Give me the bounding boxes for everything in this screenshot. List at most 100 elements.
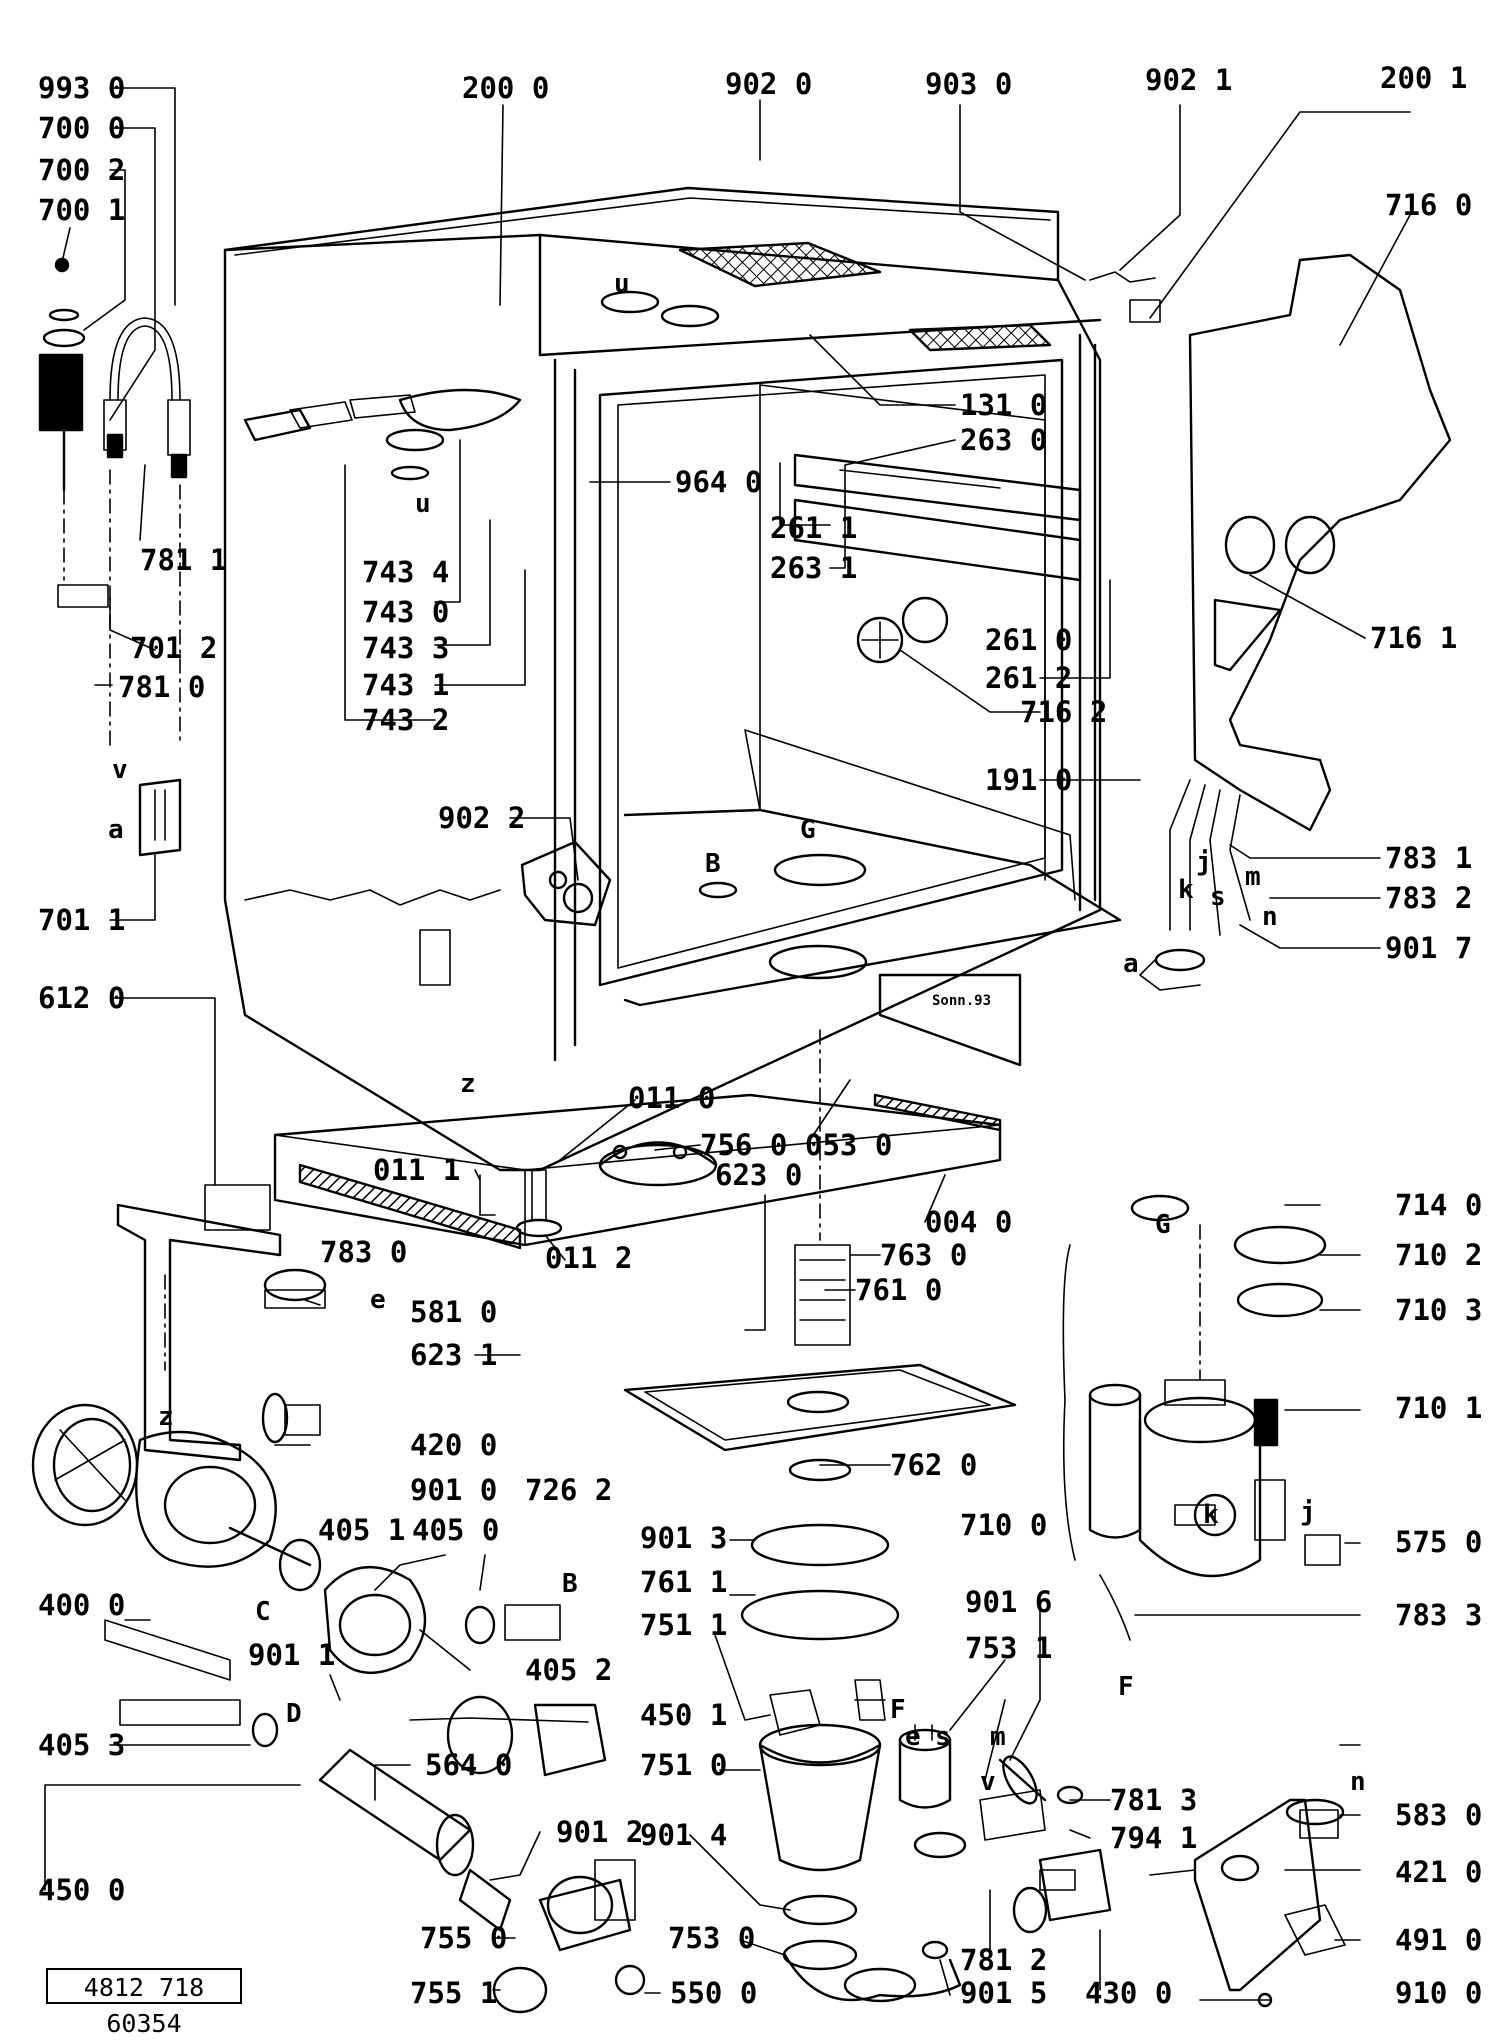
part-label: 550 0 xyxy=(670,1976,757,2010)
part-label: 405 0 xyxy=(412,1513,499,1547)
part-label: 901 5 xyxy=(960,1976,1047,2010)
part-label: 700 1 xyxy=(38,193,125,227)
part-label: 200 0 xyxy=(462,71,549,105)
part-label: 901 2 xyxy=(556,1815,643,1849)
part-label: 783 1 xyxy=(1385,841,1472,875)
letter-marker: B xyxy=(562,1569,578,1599)
part-label: 263 0 xyxy=(960,423,1047,457)
part-label: 564 0 xyxy=(425,1748,512,1782)
leader-lines xyxy=(44,87,1411,2001)
letter-markers: u u v a G B z k s j m n a e z C B D F e … xyxy=(108,269,1366,1797)
part-label: 794 1 xyxy=(1110,1821,1197,1855)
part-label: 583 0 xyxy=(1395,1798,1482,1832)
part-label: 903 0 xyxy=(925,67,1012,101)
part-label: 261 2 xyxy=(985,661,1072,695)
part-label: 450 0 xyxy=(38,1873,125,1907)
wiring-harness-left xyxy=(38,257,191,857)
control-bracket-drawing xyxy=(116,1184,327,1462)
part-label: 700 2 xyxy=(38,153,125,187)
part-label: 901 0 xyxy=(410,1473,497,1507)
part-label: 783 2 xyxy=(1385,881,1472,915)
part-label: 781 1 xyxy=(140,543,227,577)
part-label: 131 0 xyxy=(960,388,1047,422)
part-label: 400 0 xyxy=(38,1588,125,1622)
part-label: 743 1 xyxy=(362,668,449,702)
letter-marker: m xyxy=(990,1722,1006,1752)
part-label: 716 2 xyxy=(1020,695,1107,729)
letter-marker: G xyxy=(1155,1210,1171,1240)
pressure-switch-drawing xyxy=(898,1724,952,1809)
part-label: 743 4 xyxy=(362,555,449,589)
part-label: 783 0 xyxy=(320,1235,407,1269)
part-label: 450 1 xyxy=(640,1698,727,1732)
letter-marker: k xyxy=(1203,1500,1219,1530)
part-label: 575 0 xyxy=(1395,1525,1482,1559)
inlet-valve-drawing xyxy=(913,1755,1112,1960)
letter-marker: e xyxy=(370,1285,386,1315)
part-label: 716 0 xyxy=(1385,188,1472,222)
sonn-label: Sonn.93 xyxy=(932,993,991,1009)
pump-motor-drawing xyxy=(31,1392,607,1777)
letter-marker: B xyxy=(705,849,721,879)
part-label: 261 0 xyxy=(985,623,1072,657)
part-label: 902 2 xyxy=(438,801,525,835)
part-label: 710 0 xyxy=(960,1508,1047,1542)
letter-marker: m xyxy=(1245,862,1261,892)
part-label: 964 0 xyxy=(675,465,762,499)
letter-marker: u xyxy=(614,269,630,299)
letter-marker: a xyxy=(1123,949,1139,979)
part-label: 261 1 xyxy=(770,511,857,545)
letter-marker: k xyxy=(1178,875,1194,905)
part-label: 726 2 xyxy=(525,1473,612,1507)
part-label: 701 1 xyxy=(38,903,125,937)
part-label: 901 7 xyxy=(1385,931,1472,965)
part-label: 761 1 xyxy=(640,1565,727,1599)
cabinet-tub-drawing: Sonn.93 xyxy=(223,186,1122,1250)
part-labels: 993 0 700 0 700 2 700 1 200 0 902 0 903 … xyxy=(38,61,1482,2010)
part-label: 053 0 xyxy=(805,1128,892,1162)
part-label: 701 2 xyxy=(130,631,217,665)
part-label: 200 1 xyxy=(1380,61,1467,95)
part-label: 751 1 xyxy=(640,1608,727,1642)
part-label: 910 0 xyxy=(1395,1976,1482,2010)
part-label: 902 1 xyxy=(1145,63,1232,97)
part-label: 901 6 xyxy=(965,1585,1052,1619)
part-label: 756 0 xyxy=(700,1128,787,1162)
part-label: 753 1 xyxy=(965,1631,1052,1665)
part-label: 781 0 xyxy=(118,670,205,704)
part-label: 761 0 xyxy=(855,1273,942,1307)
letter-marker: G xyxy=(800,815,816,845)
part-label: 011 0 xyxy=(628,1081,715,1115)
letter-marker: C xyxy=(255,1597,271,1627)
part-label: 743 3 xyxy=(362,631,449,665)
part-label: 004 0 xyxy=(925,1205,1012,1239)
part-label: 781 2 xyxy=(960,1943,1047,1977)
part-label: 623 1 xyxy=(410,1338,497,1372)
part-label: 993 0 xyxy=(38,71,125,105)
part-label: 710 1 xyxy=(1395,1391,1482,1425)
part-label: 753 0 xyxy=(668,1921,755,1955)
part-label: 011 1 xyxy=(373,1153,460,1187)
part-label: 716 1 xyxy=(1370,621,1457,655)
part-label: 405 2 xyxy=(525,1653,612,1687)
part-label: 191 0 xyxy=(985,763,1072,797)
letter-marker: n xyxy=(1262,902,1278,932)
letter-marker: j xyxy=(1300,1497,1316,1527)
part-label: 901 1 xyxy=(248,1638,335,1672)
part-label: 491 0 xyxy=(1395,1923,1482,1957)
part-label: 743 0 xyxy=(362,595,449,629)
part-label: 405 1 xyxy=(318,1513,405,1547)
part-label: 581 0 xyxy=(410,1295,497,1329)
part-label: 263 1 xyxy=(770,551,857,585)
part-label: 623 0 xyxy=(715,1158,802,1192)
part-label: 714 0 xyxy=(1395,1188,1482,1222)
letter-marker: z xyxy=(158,1402,174,1432)
softener-drawing xyxy=(1062,1194,1341,1641)
sump-assembly-drawing xyxy=(623,1029,1017,2003)
letter-marker: F xyxy=(890,1695,906,1725)
letter-marker: D xyxy=(286,1699,302,1729)
letter-marker: s xyxy=(1210,882,1226,912)
electrics-bracket-drawing xyxy=(1149,1798,1346,2008)
part-label: 783 3 xyxy=(1395,1598,1482,1632)
